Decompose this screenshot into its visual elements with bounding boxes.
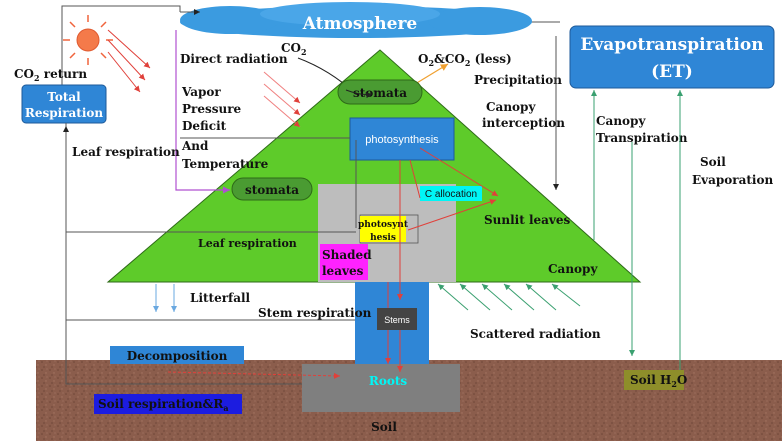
vpd-line-5: Temperature xyxy=(182,157,269,171)
soil-label: Soil xyxy=(371,420,397,434)
o2co2-sub1: 2 xyxy=(428,58,434,68)
vpd-line-1: Vapor xyxy=(181,85,221,99)
canopy-interception-label-2: interception xyxy=(482,116,565,130)
photosynthesis-small-highlight xyxy=(360,216,406,242)
et-label-2: (ET) xyxy=(651,62,693,82)
co2-label: CO2 xyxy=(281,41,307,57)
c-allocation-label: C allocation xyxy=(425,189,477,200)
canopy-interception-label-1: Canopy xyxy=(486,100,536,114)
co2-return-label: CO2 return xyxy=(14,67,87,83)
shaded-leaves-box xyxy=(320,244,368,280)
shaded-leaves-label-1: Shaded xyxy=(322,248,372,262)
o2co2-a: O xyxy=(418,52,428,66)
atmosphere-label: Atmosphere xyxy=(302,14,418,34)
roots-area xyxy=(302,364,460,412)
atmosphere-cloud xyxy=(180,2,532,38)
vpd-line-4: And xyxy=(181,139,209,153)
o2co2-sub2: 2 xyxy=(465,58,471,68)
et-label-1: Evapotranspiration xyxy=(580,35,763,55)
soil-h2o-sub: 2 xyxy=(671,379,677,389)
co2-return-sub: 2 xyxy=(34,73,40,83)
soil-h2o-label: Soil H2O xyxy=(630,373,687,389)
sun-ray-arrows xyxy=(107,29,151,93)
shaded-leaves-label-2: leaves xyxy=(322,264,364,278)
litterfall-label: Litterfall xyxy=(190,291,251,305)
scattered-radiation-arrows xyxy=(437,283,581,311)
soil-respiration-sub: a xyxy=(223,403,228,413)
co2-return-main: CO xyxy=(14,67,34,81)
total-respiration-label-2: Respiration xyxy=(25,106,104,120)
soil-respiration-a: Soil respiration&R xyxy=(98,397,224,411)
leaf-respiration-inner-label: Leaf respiration xyxy=(198,237,297,250)
stomata-top-label: stomata xyxy=(353,86,407,100)
precipitation-label: Precipitation xyxy=(474,73,562,87)
stems-label: Stems xyxy=(384,315,410,325)
stems-box xyxy=(377,308,417,330)
photosynthesis-small-label-2: hesis xyxy=(370,233,396,243)
photosynthesis-top-label: photosynthesis xyxy=(365,134,439,146)
soil-respiration-label: Soil respiration&Ra xyxy=(98,397,229,413)
stem-respiration-label: Stem respiration xyxy=(258,306,372,320)
direct-radiation-arrows xyxy=(263,71,301,128)
soil-evaporation-label-1: Soil xyxy=(700,155,726,169)
soil-evaporation-label-2: Evaporation xyxy=(692,173,773,187)
decomposition-label: Decomposition xyxy=(127,349,228,363)
respiration-return-lines xyxy=(65,123,357,385)
soil-h2o-box xyxy=(624,370,684,390)
scattered-radiation-label: Scattered radiation xyxy=(470,327,601,341)
stomata-mid xyxy=(231,177,313,201)
total-respiration-label-1: Total xyxy=(47,90,81,104)
vapor-pressure-deficit-label: Vapor Pressure Deficit And Temperature xyxy=(181,85,269,171)
stomata-top xyxy=(337,79,423,105)
soil-h2o-a: Soil H xyxy=(630,373,671,387)
co2-return-flow xyxy=(61,5,200,85)
evapotranspiration-box xyxy=(569,25,775,89)
co2-main: CO xyxy=(281,41,301,55)
vpd-bracket-line xyxy=(175,30,230,194)
o2co2-c: (less) xyxy=(470,52,511,66)
o2-co2-label: O2&CO2 (less) xyxy=(418,52,512,68)
vpd-line-3: Deficit xyxy=(182,119,227,133)
c-allocation-box xyxy=(420,186,482,201)
carbon-flow-arrows xyxy=(167,147,499,379)
photosynthesis-top-box xyxy=(349,117,455,161)
decomposition-box xyxy=(110,346,244,364)
direct-radiation-label: Direct radiation xyxy=(180,52,288,66)
sunlit-leaves-label: Sunlit leaves xyxy=(484,213,571,227)
vpd-line-2: Pressure xyxy=(182,102,242,116)
stomata-mid-label: stomata xyxy=(245,183,299,197)
stomata-co2-arrow xyxy=(345,89,373,99)
soil-respiration-box xyxy=(94,394,242,414)
soil-h2o-b: O xyxy=(677,373,687,387)
canopy-transpiration-label-2: Transpiration xyxy=(596,131,688,145)
co2-sub: 2 xyxy=(301,47,307,57)
co2-return-rest: return xyxy=(40,67,88,81)
litterfall-arrows xyxy=(153,284,177,312)
canopy-label: Canopy xyxy=(548,262,598,276)
total-respiration-box xyxy=(21,84,107,124)
sun-icon xyxy=(63,15,113,65)
roots-label: Roots xyxy=(369,374,408,388)
leaf-respiration-outer-label: Leaf respiration xyxy=(72,145,180,159)
canopy-transpiration-label-1: Canopy xyxy=(596,114,646,128)
o2co2-b: &CO xyxy=(434,52,465,66)
photosynthesis-small-label-1: photosynt xyxy=(358,220,409,230)
